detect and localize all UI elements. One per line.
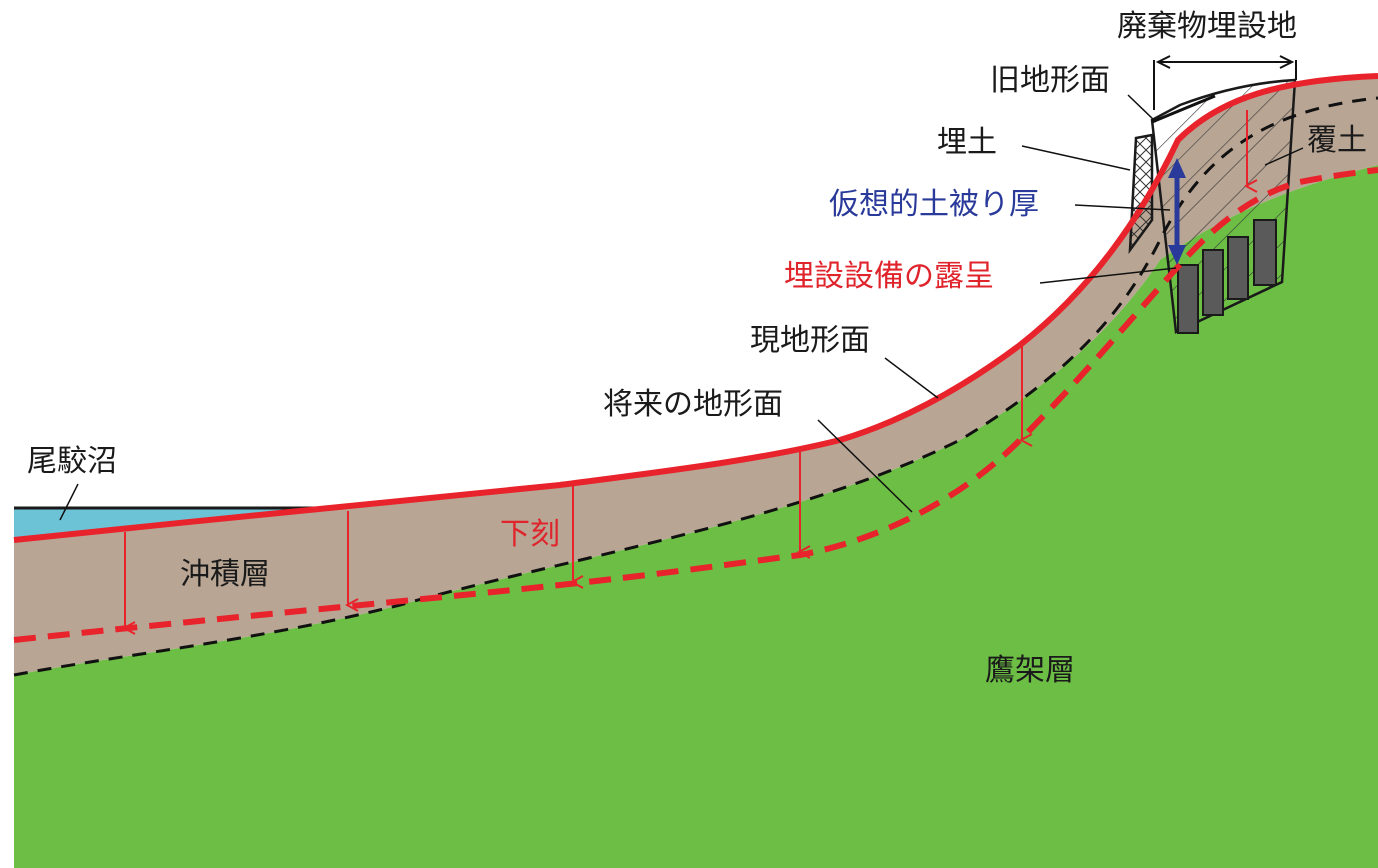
takahoko-layer (14, 165, 1378, 868)
virtual-cover-label: 仮想的土被り厚 (829, 187, 1039, 222)
double-arrow-icon (1168, 158, 1186, 265)
facility-block (1253, 219, 1277, 286)
cover-soil-label: 覆土 (1307, 123, 1367, 158)
takahoko-label: 鷹架層 (985, 653, 1075, 688)
current-surface-label: 現地形面 (750, 323, 870, 358)
leader-cover (1264, 147, 1304, 166)
waste-site-label: 廃棄物埋設地 (1117, 9, 1297, 44)
alluvium-label: 沖積層 (180, 557, 270, 592)
old-surface-line (1151, 94, 1216, 124)
fill-label: 埋土 (937, 125, 997, 160)
dimension-arrow-icon (1153, 55, 1297, 110)
leader-virtual-cover (1074, 204, 1171, 211)
leader-lines (59, 94, 1304, 521)
pond-label: 尾駮沼 (27, 444, 117, 479)
future-surface-line (13, 167, 1378, 643)
future-surface-label: 将来の地形面 (603, 387, 783, 422)
leader-fill (1021, 145, 1131, 171)
buried-facilities (1177, 219, 1277, 334)
alluvium-layer (14, 76, 1378, 675)
old-surface-label: 旧地形面 (990, 63, 1110, 98)
current-surface-line (13, 73, 1378, 543)
leader-old-surface (1127, 94, 1157, 123)
facility-block (1202, 249, 1224, 316)
incision-label: 下刻 (500, 517, 560, 552)
leader-pond (59, 483, 79, 521)
leader-future-surface (817, 419, 913, 513)
leader-exposure (1039, 267, 1177, 284)
facility-block (1177, 264, 1199, 334)
leader-current-surface (884, 357, 939, 399)
facility-block (1227, 236, 1249, 300)
incision-arrows (125, 110, 1247, 628)
exposure-label: 埋設設備の露呈 (784, 259, 994, 294)
